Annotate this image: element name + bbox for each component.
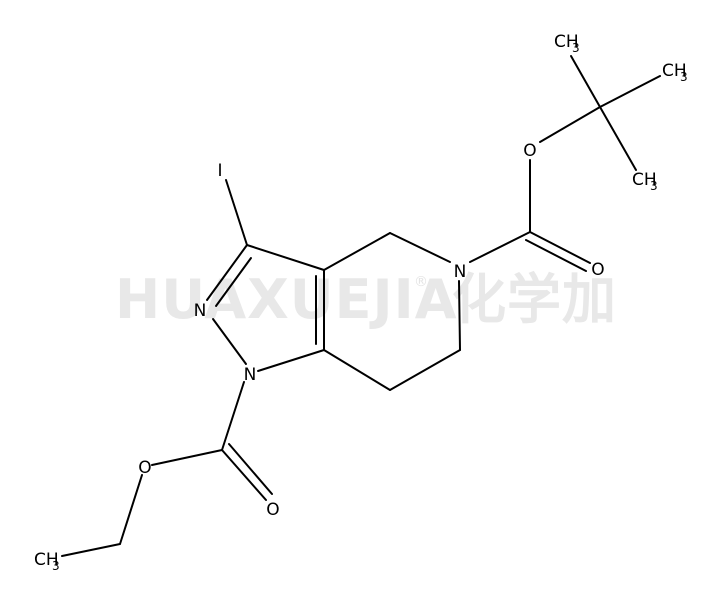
watermark-brand: HUAXUEJIA <box>115 268 458 331</box>
bond-c3a-c4 <box>323 232 391 271</box>
svg-text:3: 3 <box>680 70 688 84</box>
watermark-chinese: 化学加 <box>452 268 617 331</box>
methyl-label-ethyl: CH 3 <box>34 550 60 573</box>
atom-n5: N <box>454 262 467 282</box>
bond-n5-carbonyl <box>469 231 531 263</box>
bond-cquat-me3 <box>599 106 637 171</box>
svg-text:CH: CH <box>34 550 59 570</box>
bond-ch2-ch3 <box>61 543 121 557</box>
bond-c3-c3a <box>246 244 325 271</box>
atom-ethyl-ester-oxygen: O <box>138 458 151 478</box>
bond-n1-carbonyl <box>221 381 245 451</box>
atom-n2: N <box>194 301 207 321</box>
bond-eth-c-o <box>221 449 267 501</box>
bond-c7-c7a <box>323 349 391 391</box>
atom-ethyl-carbonyl-oxygen: O <box>266 500 279 520</box>
methyl-label-right: CH 3 <box>662 61 688 84</box>
bond-c3-i <box>225 179 248 246</box>
bond-n2-c3-double <box>215 257 252 307</box>
bond-oester-cquat <box>539 106 601 143</box>
bond-n5-c6 <box>458 280 461 351</box>
bond-cquat-me2 <box>599 75 661 108</box>
methyl-label-top: CH 3 <box>554 32 580 55</box>
bond-eth-c-o-double <box>228 443 273 495</box>
watermark-registered-mark: ® <box>414 274 428 290</box>
svg-text:CH: CH <box>554 32 579 52</box>
bond-c4-n5 <box>389 232 451 263</box>
svg-text:3: 3 <box>650 179 658 193</box>
bond-cquat-me1 <box>570 55 601 108</box>
bond-eth-c-oester <box>151 449 223 466</box>
atom-boc-ester-oxygen: O <box>523 141 536 161</box>
svg-text:CH: CH <box>632 170 657 190</box>
bond-c6-c7 <box>389 349 461 391</box>
svg-text:3: 3 <box>52 559 60 573</box>
atom-boc-carbonyl-oxygen: O <box>591 260 604 280</box>
atom-iodine: I <box>217 161 222 181</box>
atom-n1: N <box>244 365 257 385</box>
bond-boc-c-o-double <box>525 239 587 272</box>
bond-oester-ch2 <box>119 474 143 545</box>
bond-n2-c3 <box>206 244 248 301</box>
bond-boc-c-o <box>529 231 591 264</box>
svg-text:3: 3 <box>572 41 580 55</box>
watermark: HUAXUEJIA ® 化学加 <box>115 268 617 331</box>
bond-c7a-n1 <box>257 349 325 372</box>
svg-text:CH: CH <box>662 61 687 81</box>
methyl-label-bottom: CH 3 <box>632 170 658 193</box>
bond-n1-n2 <box>212 318 247 365</box>
